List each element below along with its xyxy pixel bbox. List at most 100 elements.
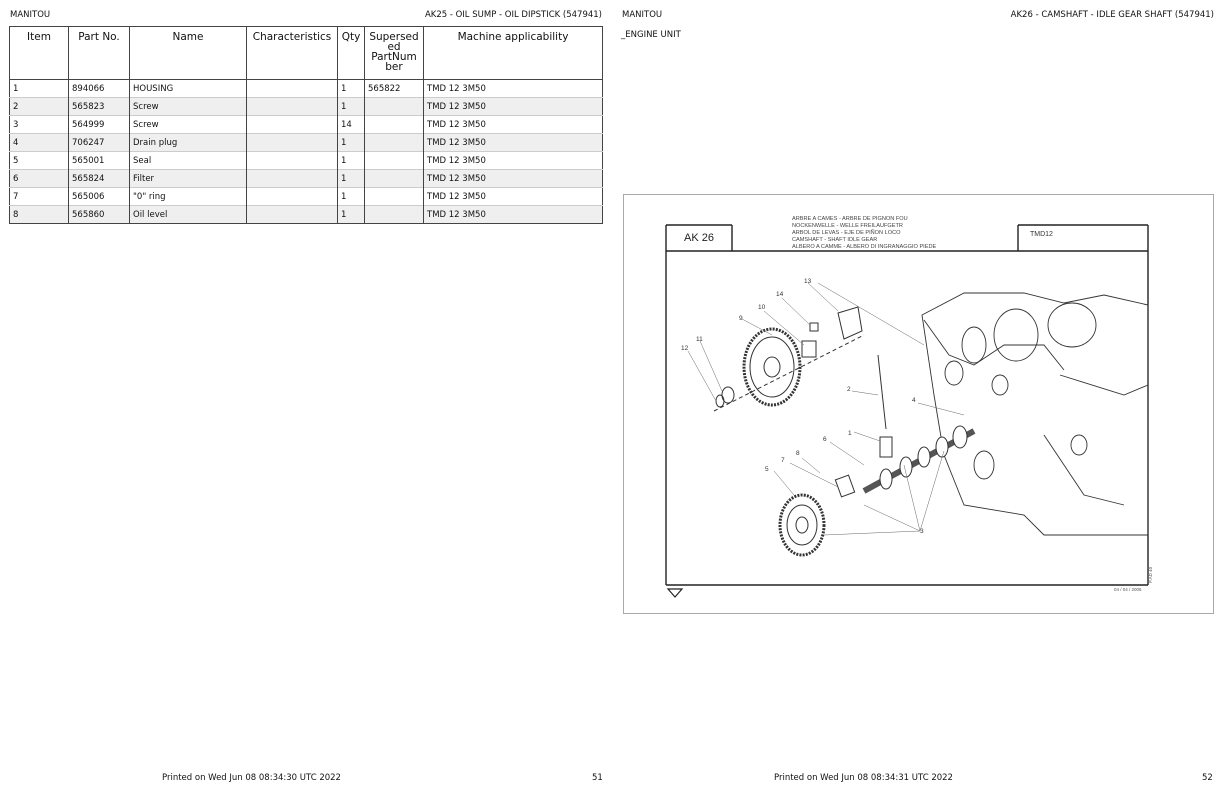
- cell-item: 3: [9, 115, 69, 134]
- cell-char: [246, 115, 338, 134]
- callout-7: 7: [781, 457, 785, 464]
- cell-item: 1: [9, 79, 69, 98]
- cell-name: "0" ring: [129, 187, 247, 206]
- cell-mach: TMD 12 3M50: [423, 187, 603, 206]
- printed-left: Printed on Wed Jun 08 08:34:30 UTC 2022: [162, 773, 341, 783]
- leader-lines: [687, 282, 965, 536]
- cell-part: 706247: [68, 133, 130, 152]
- cell-mach: TMD 12 3M50: [423, 205, 603, 224]
- callout-14: 14: [776, 291, 784, 298]
- callout-10: 10: [758, 304, 766, 311]
- desc-line-3: ARBOL DE LEVAS - EJE DE PIÑON LOCO: [792, 229, 901, 236]
- cell-name: Oil level: [129, 205, 247, 224]
- cell-item: 4: [9, 133, 69, 152]
- callout-3: 3: [920, 528, 924, 535]
- cell-name: Filter: [129, 169, 247, 188]
- brand-left: MANITOU: [10, 10, 51, 20]
- cell-name: Screw: [129, 97, 247, 116]
- cell-part: 894066: [68, 79, 130, 98]
- diagram-svg: AK 26 TMD12 ARBRE A CAMES - ARBRE DE PIG…: [665, 216, 1153, 598]
- cell-char: [246, 205, 338, 224]
- cell-sup: [364, 169, 424, 188]
- callout-11: 11: [696, 336, 703, 343]
- cell-name: HOUSING: [129, 79, 247, 98]
- col-part-no: Part No.: [68, 26, 130, 80]
- cell-mach: TMD 12 3M50: [423, 133, 603, 152]
- diagram-ref: P.AD 40: [1148, 566, 1153, 583]
- cell-mach: TMD 12 3M50: [423, 151, 603, 170]
- diagram-model: TMD12: [1030, 231, 1053, 238]
- cell-name: Seal: [129, 151, 247, 170]
- cell-qty: 1: [337, 169, 365, 188]
- cell-mach: TMD 12 3M50: [423, 79, 603, 98]
- cell-qty: 1: [337, 133, 365, 152]
- callout-2: 2: [847, 386, 851, 393]
- cell-part: 565001: [68, 151, 130, 170]
- page-title-right: AK26 - CAMSHAFT - IDLE GEAR SHAFT (54794…: [1010, 10, 1214, 20]
- cell-qty: 1: [337, 97, 365, 116]
- exploded-diagram: AK 26 TMD12 ARBRE A CAMES - ARBRE DE PIG…: [623, 194, 1214, 614]
- callout-13: 13: [804, 278, 812, 285]
- callout-9: 9: [739, 315, 743, 322]
- cell-part: 564999: [68, 115, 130, 134]
- cell-mach: TMD 12 3M50: [423, 97, 603, 116]
- cam-gear: [778, 493, 826, 557]
- desc-line-5: ALBERO A CAMME - ALBERO DI INGRANAGGIO P…: [792, 244, 936, 250]
- cell-item: 2: [9, 97, 69, 116]
- callout-12: 12: [681, 345, 689, 352]
- cell-item: 6: [9, 169, 69, 188]
- cell-part: 565860: [68, 205, 130, 224]
- diagram-code: AK 26: [684, 232, 714, 244]
- idle-gear: [742, 327, 802, 407]
- col-qty: Qty: [337, 26, 365, 80]
- cell-item: 7: [9, 187, 69, 206]
- cell-mach: TMD 12 3M50: [423, 115, 603, 134]
- cell-char: [246, 151, 338, 170]
- cell-part: 565823: [68, 97, 130, 116]
- cell-qty: 1: [337, 187, 365, 206]
- col-characteristics: Characteristics: [246, 26, 338, 80]
- callout-4: 4: [912, 397, 916, 404]
- col-name: Name: [129, 26, 247, 80]
- cell-part: 565006: [68, 187, 130, 206]
- parts-table: Item Part No. Name Characteristics Qty S…: [9, 26, 603, 224]
- desc-line-4: CAMSHAFT - SHAFT IDLE GEAR: [792, 237, 877, 243]
- cell-char: [246, 97, 338, 116]
- cell-char: [246, 187, 338, 206]
- cell-name: Drain plug: [129, 133, 247, 152]
- cell-qty: 1: [337, 205, 365, 224]
- diagram-date: 04 / 04 / 2006: [1114, 587, 1142, 592]
- table-header-row: Item Part No. Name Characteristics Qty S…: [9, 26, 603, 80]
- cell-char: [246, 169, 338, 188]
- cell-char: [246, 133, 338, 152]
- callout-6: 6: [823, 436, 827, 443]
- left-page: MANITOU AK25 - OIL SUMP - OIL DIPSTICK (…: [9, 10, 603, 783]
- small-parts: [713, 306, 893, 498]
- col-item: Item: [9, 26, 69, 80]
- section-label: _ENGINE UNIT: [621, 30, 681, 40]
- cell-part: 565824: [68, 169, 130, 188]
- cell-qty: 1: [337, 79, 365, 98]
- cell-sup: [364, 151, 424, 170]
- callout-1: 1: [848, 430, 852, 437]
- camshaft: [862, 425, 976, 494]
- page-number-left: 51: [592, 773, 603, 783]
- col-machine: Machine applicability: [423, 26, 603, 80]
- cell-qty: 1: [337, 151, 365, 170]
- page-title-left: AK25 - OIL SUMP - OIL DIPSTICK (547941): [424, 10, 602, 20]
- page-number-right: 52: [1202, 773, 1213, 783]
- callout-5: 5: [765, 466, 769, 473]
- brand-right: MANITOU: [622, 10, 663, 20]
- engine-block: [921, 292, 1149, 536]
- printed-right: Printed on Wed Jun 08 08:34:31 UTC 2022: [774, 773, 953, 783]
- cell-char: [246, 79, 338, 98]
